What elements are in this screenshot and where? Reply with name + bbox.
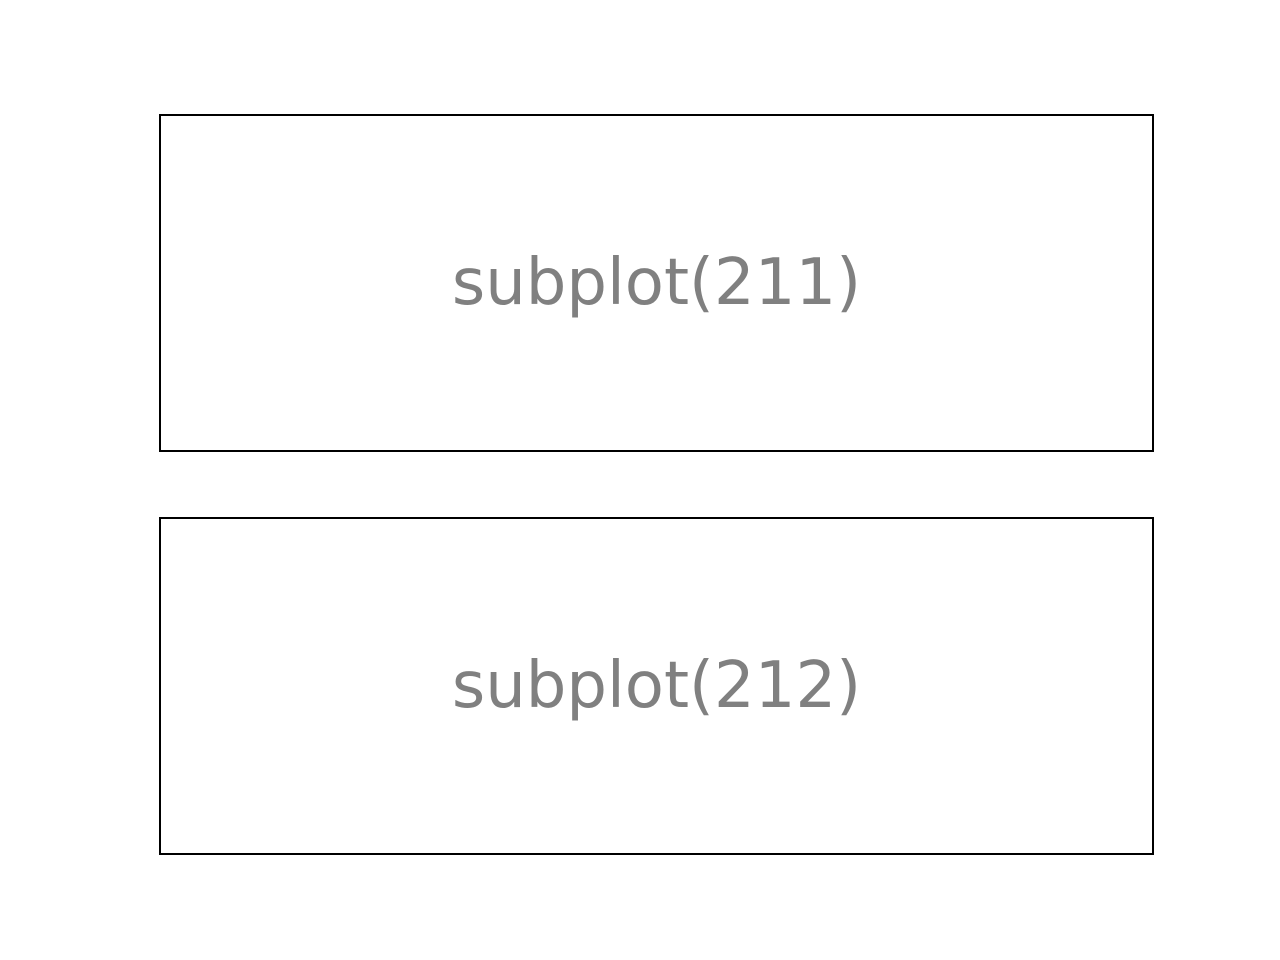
subplot-label-bottom: subplot(212): [451, 649, 862, 723]
subplot-panel-top: subplot(211): [159, 114, 1154, 452]
subplot-label-top: subplot(211): [451, 246, 862, 320]
subplot-panel-bottom: subplot(212): [159, 517, 1154, 855]
